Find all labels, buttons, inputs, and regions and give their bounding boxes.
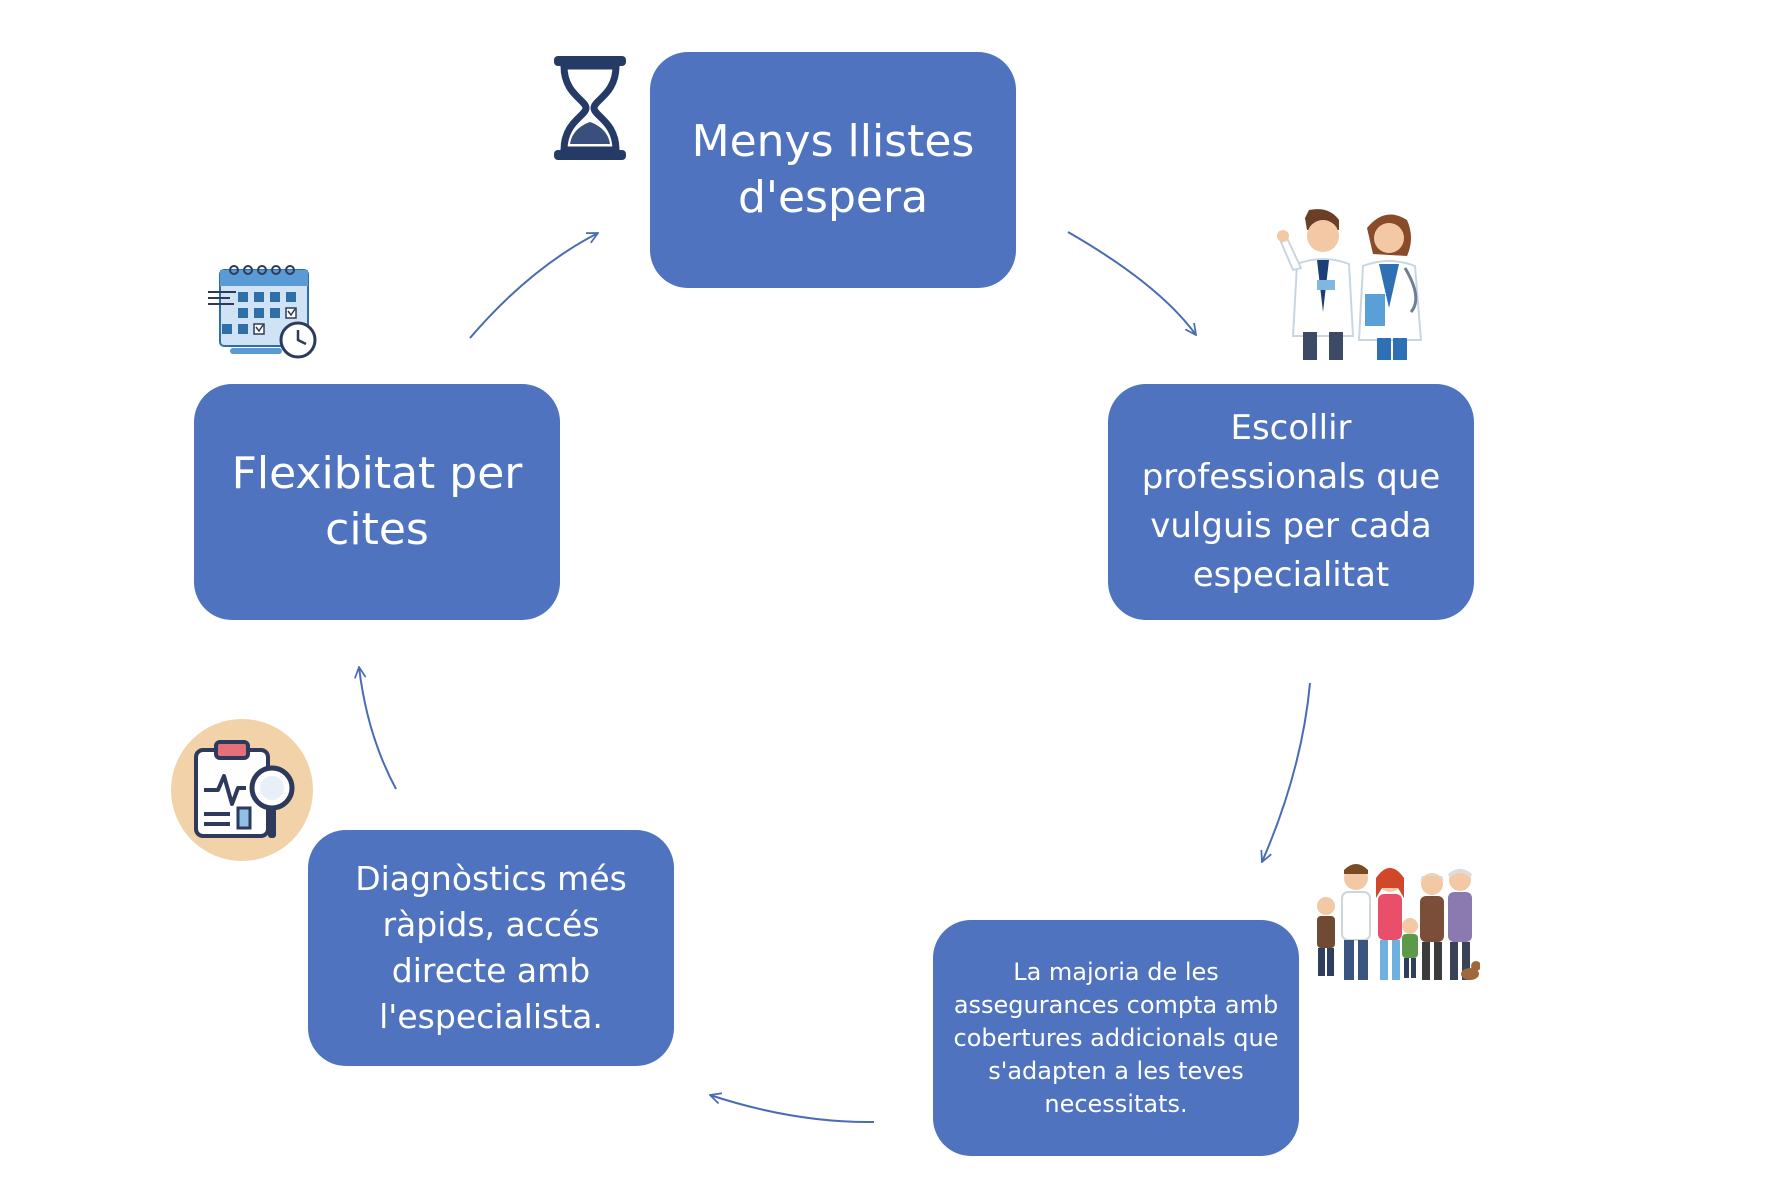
family-icon bbox=[1317, 864, 1480, 980]
node-label: Escollir professionals que vulguis per c… bbox=[1141, 408, 1441, 595]
arrow-n4-n5 bbox=[359, 667, 397, 790]
node-label: Flexibitat per cites bbox=[231, 448, 523, 555]
node-diagnostics: Diagnòstics més ràpids, accés directe am… bbox=[308, 830, 674, 1066]
node-label: Menys llistes d'espera bbox=[691, 116, 975, 223]
node-menys-llistes: Menys llistes d'espera bbox=[650, 52, 1016, 288]
node-escollir-professionals: Escollir professionals que vulguis per c… bbox=[1108, 384, 1474, 620]
arrow-n1-n2 bbox=[1067, 231, 1196, 335]
hourglass-icon bbox=[554, 56, 626, 160]
calendar-icon bbox=[208, 265, 317, 359]
doctors-icon bbox=[1277, 209, 1423, 360]
node-flexibitat: Flexibitat per cites bbox=[194, 384, 560, 620]
arrow-n3-n4 bbox=[710, 1095, 875, 1124]
medical-report-icon bbox=[171, 719, 313, 861]
node-label: La majoria de les assegurances compta am… bbox=[953, 957, 1279, 1118]
node-assegurances: La majoria de les assegurances compta am… bbox=[933, 920, 1299, 1156]
arrow-n5-n1 bbox=[469, 232, 598, 339]
arrow-n2-n3 bbox=[1262, 682, 1311, 862]
node-label: Diagnòstics més ràpids, accés directe am… bbox=[355, 859, 627, 1036]
